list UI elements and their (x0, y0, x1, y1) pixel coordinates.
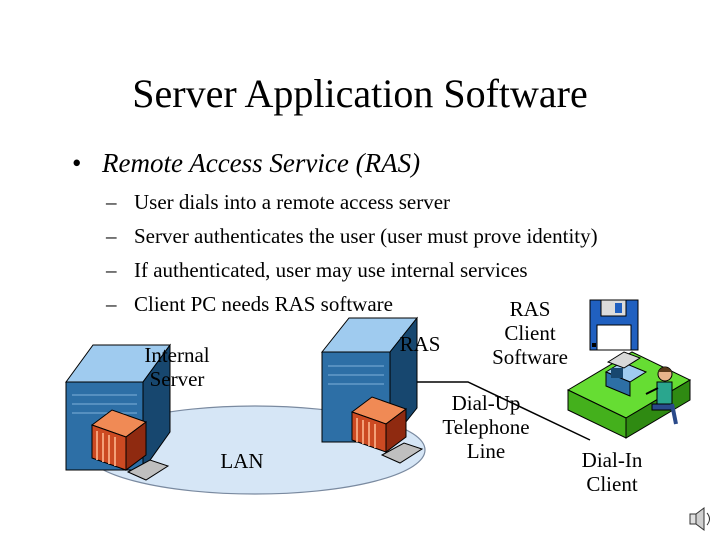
subbullet-4: –Client PC needs RAS software (106, 291, 393, 317)
dial-up-line-label: Dial-Up Telephone Line (442, 391, 530, 463)
bullet-marker: • (72, 148, 82, 178)
bullet-text: Remote Access Service (RAS) (102, 148, 421, 178)
subbullet-marker: – (106, 190, 117, 214)
slide-title: Server Application Software (132, 71, 588, 116)
crt-monitor-icon (90, 409, 148, 471)
ras-label: RAS (399, 332, 441, 356)
subbullet-text: Server authenticates the user (user must… (134, 224, 598, 248)
subbullet-2: –Server authenticates the user (user mus… (106, 223, 598, 249)
subbullet-1: –User dials into a remote access server (106, 189, 450, 215)
person-icon (645, 366, 678, 425)
floppy-disk-icon (589, 299, 639, 351)
main-bullet: • Remote Access Service (RAS) (72, 146, 420, 180)
subbullet-marker: – (106, 224, 117, 248)
subbullet-marker: – (106, 258, 117, 282)
crt-monitor-icon (350, 396, 408, 453)
ras-client-software-label: RAS Client Software (492, 297, 568, 369)
subbullet-text: If authenticated, user may use internal … (134, 258, 528, 282)
dial-in-client-label: Dial-In Client (581, 448, 643, 496)
keyboard-icon (126, 459, 170, 481)
lan-label: LAN (220, 449, 264, 473)
keyboard-icon (380, 442, 424, 464)
internal-server-label: Internal Server (144, 343, 210, 391)
subbullet-text: Client PC needs RAS software (134, 292, 393, 316)
subbullet-3: –If authenticated, user may use internal… (106, 257, 528, 283)
subbullet-text: User dials into a remote access server (134, 190, 451, 214)
subbullet-marker: – (106, 292, 117, 316)
speaker-icon (689, 507, 710, 531)
